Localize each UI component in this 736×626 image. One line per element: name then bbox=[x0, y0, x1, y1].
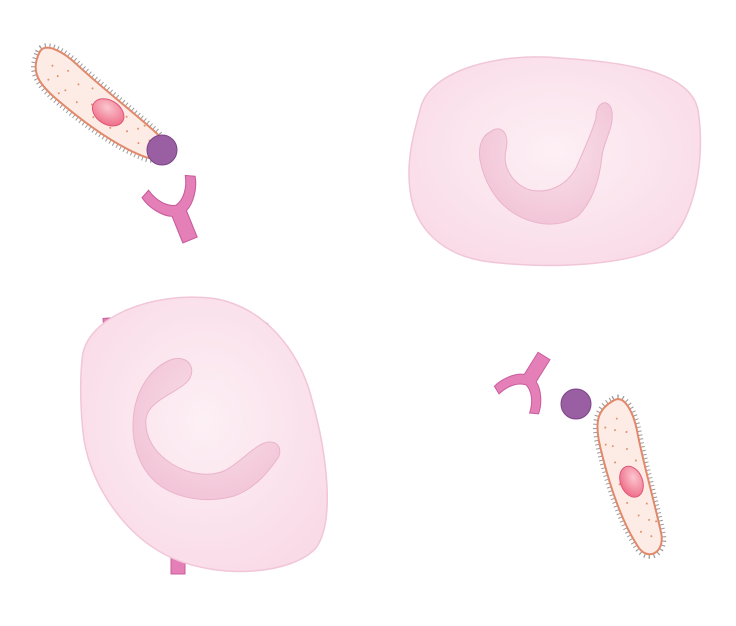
cell-body bbox=[81, 297, 328, 571]
immune-cell-top-right bbox=[409, 57, 701, 266]
bacterium-bottom-right bbox=[581, 396, 684, 559]
cell-body bbox=[409, 57, 701, 266]
antigen-icon bbox=[561, 389, 591, 419]
antigen-icon bbox=[147, 135, 177, 165]
receptor-bound-antigen bbox=[492, 342, 566, 417]
free-receptor-top-left bbox=[140, 172, 216, 251]
immune-cell-bottom-left bbox=[81, 297, 335, 574]
